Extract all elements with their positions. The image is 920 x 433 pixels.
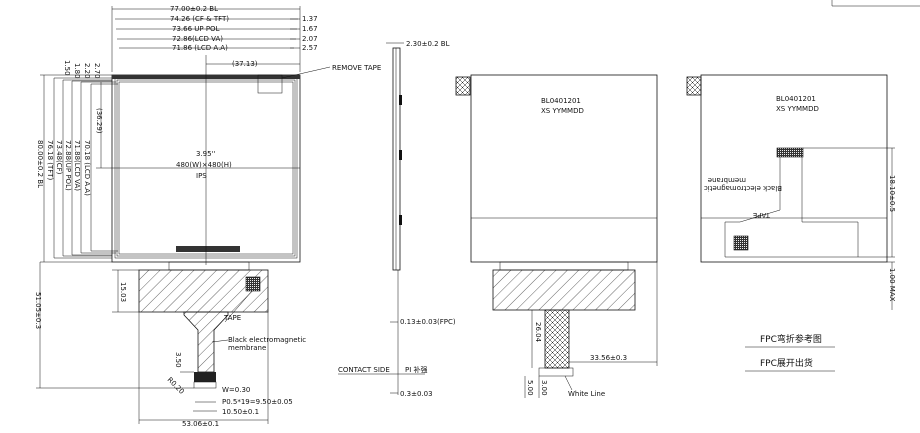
membrane-label-1: Black electromagnetic <box>228 336 306 344</box>
remove-tape-label: REMOVE TAPE <box>332 64 381 72</box>
front-view: 77.00±0.2 BL 74.26 (CF & TFT) 73.66 UP P… <box>34 5 381 428</box>
tape-pad <box>245 276 261 292</box>
bent-tape-tab <box>455 76 471 96</box>
dim-cf-height: 73.48(CF) <box>55 140 63 175</box>
flat-tape-pad <box>733 235 749 251</box>
dim-3356: 33.56±0.3 <box>590 354 627 362</box>
dim-lcd-aa-height: 70.18 (LCD A.A) <box>83 140 91 196</box>
dim-r020: R0.20 <box>166 376 186 396</box>
dim-up-pol-width: 73.66 UP POL <box>172 25 220 33</box>
remove-tape-tab <box>257 74 283 94</box>
dim-center-v: (36.29) <box>95 108 103 134</box>
flat-fpc-connector <box>776 147 804 158</box>
dim-up-pol-height: 72.88(UP POL) <box>64 140 72 191</box>
dim-cf-tft-width: 74.26 (CF & TFT) <box>170 15 229 23</box>
bent-fpc-stiffener <box>492 269 636 311</box>
dim-lcd-va-width: 72.86(LCD VA) <box>172 35 223 43</box>
dim-500: 5.00 <box>526 380 534 396</box>
side-clip-1 <box>399 95 402 105</box>
side-profile <box>392 47 401 271</box>
dim-thickness: 2.30±0.2 BL <box>406 40 450 48</box>
display-resolution: 480(W)×480(H) <box>176 161 232 169</box>
dim-fpc-thick: 0.13±0.03(FPC) <box>400 318 456 326</box>
dim-bl-width: 77.00±0.2 BL <box>170 5 218 13</box>
dim-150: 1.50 <box>63 60 71 76</box>
dim-lcd-aa-width: 71.86 (LCD A.A) <box>172 44 228 52</box>
fpc-neck <box>168 261 250 271</box>
dim-bl-height: 80.00±0.2 BL <box>36 140 44 188</box>
title-block-corner <box>831 0 920 7</box>
dim-lcd-va-height: 71.88(LCD VA) <box>73 140 81 191</box>
dim-1810: 18.10±0.5 <box>888 175 896 212</box>
dim-207: 2.07 <box>302 35 318 43</box>
bent-model-label: BL0401201 <box>541 97 581 105</box>
dim-tft-height: 76.18 (TFT) <box>46 140 54 180</box>
bent-fpc-tail <box>544 309 570 369</box>
left-dimensions: 80.00±0.2 BL 76.18 (TFT) 73.48(CF) 72.88… <box>36 74 118 263</box>
fpc-flat-caption: FPC展开出货 <box>760 357 813 369</box>
flat-fpc-outline <box>724 157 859 258</box>
bent-fpc-neck <box>499 261 629 271</box>
white-line-label: White Line <box>568 390 605 398</box>
dim-5306: 53.06±0.1 <box>182 420 219 428</box>
dim-220: 2.20 <box>83 63 91 79</box>
fpc-tail <box>183 311 229 373</box>
flat-tape-tab <box>686 76 702 96</box>
side-clip-2 <box>399 150 402 160</box>
dim-180: 1.80 <box>73 63 81 79</box>
dim-pitch: P0.5*19=9.50±0.05 <box>222 398 293 406</box>
dim-pi-thick: 0.3±0.03 <box>400 390 433 398</box>
display-size: 3.95'' <box>196 150 216 158</box>
dim-max: 1.00 MAX <box>888 268 896 302</box>
fpc-tip <box>193 381 217 389</box>
membrane-label-2: membrane <box>228 344 266 352</box>
dim-300: 3.00 <box>540 380 548 396</box>
flat-membrane-label-1: Black electromagnetic <box>704 184 782 192</box>
dim-1503: 15.03 <box>119 282 127 302</box>
back-view-flat: BL0401201 XS YYMMDD membrane Black elect… <box>686 74 896 372</box>
flat-date-label: XS YYMMDD <box>776 105 819 113</box>
dim-350: 3.50 <box>174 352 182 368</box>
left-small-dimensions: 2.70 2.20 1.80 1.50 <box>63 60 101 79</box>
contact-side-label: CONTACT SIDE <box>338 366 390 374</box>
side-view: 2.30±0.2 BL 0.13±0.03(FPC) CONTACT SIDE … <box>338 40 456 398</box>
fpc-bend-caption: FPC弯折参考图 <box>760 333 822 345</box>
flat-membrane-label-2: membrane <box>708 176 746 184</box>
fpc-contacts <box>194 372 216 382</box>
dim-257: 2.57 <box>302 44 318 52</box>
pi-stiffener-label: PI 补强 <box>405 365 428 374</box>
dim-5105: 51.05±0.3 <box>34 292 42 329</box>
dim-137: 1.37 <box>302 15 318 23</box>
dim-w030: W=0.30 <box>222 386 250 394</box>
dim-center-h: (37.13) <box>232 60 258 68</box>
side-clip-3 <box>399 215 402 225</box>
flat-tape-label: TAPE <box>753 211 771 219</box>
display-tech: IPS <box>196 172 207 180</box>
bent-date-label: XS YYMMDD <box>541 107 584 115</box>
flat-back-outline <box>700 74 888 263</box>
bent-fpc-tip <box>538 367 574 377</box>
right-dimensions: 1.37 1.67 2.07 2.57 <box>290 15 318 52</box>
top-dimensions: 77.00±0.2 BL 74.26 (CF & TFT) 73.66 UP P… <box>111 5 301 72</box>
dim-2604: 26.04 <box>534 322 542 343</box>
dim-270: 2.70 <box>93 63 101 79</box>
dim-167: 1.67 <box>302 25 318 33</box>
back-view-bent: BL0401201 XS YYMMDD 26.04 33.56±0.3 5.00… <box>455 74 835 398</box>
ic-strip <box>176 246 240 252</box>
fpc-tape-label: TAPE <box>223 314 241 322</box>
dim-1050: 10.50±0.1 <box>222 408 259 416</box>
flat-model-label: BL0401201 <box>776 95 816 103</box>
